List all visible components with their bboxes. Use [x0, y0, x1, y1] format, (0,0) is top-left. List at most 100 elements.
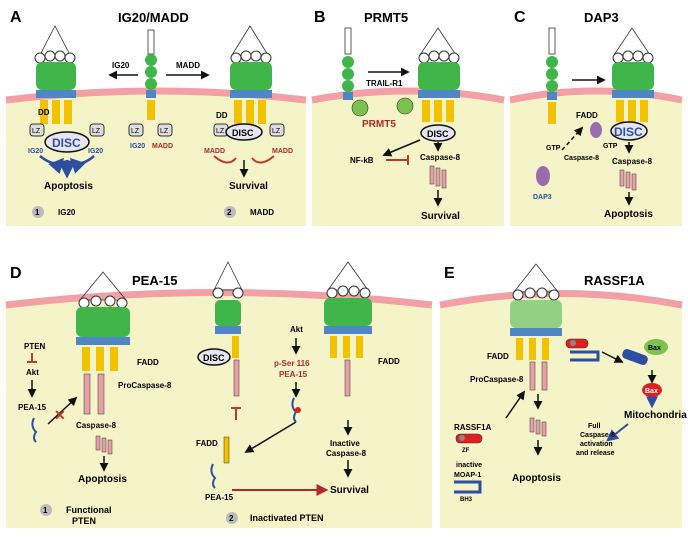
panel-a: A IG20/MADD IG20 MADD DD — [5, 4, 307, 226]
arrow — [47, 396, 78, 425]
scenario-caption: Inactivated PTEN — [250, 513, 324, 523]
label-ig20: IG20 — [130, 143, 145, 150]
cell-membrane — [509, 87, 683, 104]
block-mark: ✕ — [54, 407, 66, 423]
death-receptor — [212, 261, 244, 397]
disc-complex — [420, 124, 456, 142]
prmt5-protein — [351, 99, 369, 117]
scenario-caption: MADD — [250, 208, 274, 217]
badge-number: 2 — [229, 514, 234, 523]
cell-membrane — [311, 87, 505, 104]
death-receptor — [546, 27, 558, 124]
label-dd: DD — [216, 111, 228, 120]
label-madd: MADD — [204, 148, 225, 155]
label-dap3: DAP3 — [533, 194, 552, 201]
cell-membrane — [439, 290, 683, 309]
label-apoptosis: Apoptosis — [44, 181, 93, 192]
label-ig20: IG20 — [28, 148, 43, 155]
death-receptor-trimer — [612, 27, 654, 122]
label-moap1: MOAP-1 — [454, 472, 481, 479]
label-survival: Survival — [229, 181, 268, 192]
lz-box — [157, 123, 173, 137]
disc-complex — [610, 121, 648, 141]
label-caspase-8: Caspase-8 — [564, 155, 599, 162]
caspase-8-molecule — [95, 435, 113, 455]
label-procaspase-8: ProCaspase-8 — [118, 381, 172, 390]
panel-b: B PRMT5 TRAIL-R1 PRMT5 DISC NF-kB Caspas… — [311, 9, 505, 226]
disc-complex — [225, 123, 263, 141]
scenario-caption: Functional — [66, 505, 112, 515]
caspase-8-molecule — [619, 169, 637, 191]
panel-title: PEA-15 — [132, 273, 178, 288]
label-fadd: FADD — [576, 111, 598, 120]
death-receptor — [342, 27, 354, 100]
label-caspase-8: Caspase-8 — [326, 449, 367, 458]
bax-protein — [642, 383, 662, 397]
label-lz: LZ — [32, 128, 41, 135]
label-inactive: Inactive — [330, 439, 360, 448]
label-survival: Survival — [421, 211, 460, 222]
rassf1a-zf — [459, 435, 465, 441]
label-disc: DISC — [203, 353, 225, 363]
label-pser116: p-Ser 116 — [274, 359, 310, 368]
label-apoptosis: Apoptosis — [78, 474, 127, 485]
panel-c: C DAP3 FADD GTP DISC GTP Caspase-8 Caspa… — [509, 9, 683, 226]
prmt5-protein — [396, 97, 414, 115]
arrow — [244, 421, 297, 453]
label-caspase-8: Caspase-8 — [612, 157, 653, 166]
scenario-badge — [226, 512, 238, 524]
rassf1a-zf — [570, 340, 576, 346]
death-receptor-trimer — [76, 271, 130, 415]
label-lz: LZ — [216, 128, 225, 135]
label-madd: MADD — [152, 143, 173, 150]
label-nf-kb: NF-kB — [350, 156, 374, 165]
label-rassf1a: RASSF1A — [454, 423, 492, 432]
inhibit-line — [213, 155, 237, 164]
label-pea-15: PEA-15 — [205, 493, 234, 502]
badge-number: 1 — [43, 506, 48, 515]
label-caspase-8: Caspase-8 — [580, 432, 615, 439]
pea-15-protein — [31, 417, 38, 443]
label-gtp: GTP — [546, 145, 561, 152]
label-madd: MADD — [176, 61, 200, 70]
label-akt: Akt — [26, 368, 39, 377]
lz-box — [128, 123, 144, 137]
label-inactive: inactive — [456, 462, 482, 469]
death-receptor-trimer — [145, 29, 157, 120]
label-disc: DISC — [614, 125, 643, 139]
dap3-protein — [590, 122, 602, 138]
label-procaspase-8: ProCaspase-8 — [470, 375, 524, 384]
cell-cytoplasm — [440, 293, 682, 528]
label-akt: Akt — [290, 325, 303, 334]
label-caspase-8: Caspase-8 — [420, 153, 461, 162]
phospho-site — [295, 407, 301, 413]
panel-e: E RASSF1A FADD ProCaspase-8 Bax Bax Mito… — [439, 263, 687, 528]
badge-number: 1 — [35, 208, 40, 217]
fadd-protein — [223, 436, 230, 464]
arrow — [601, 351, 624, 363]
dap3-protein — [536, 166, 550, 186]
label-mitochondria: Mitochondria — [624, 410, 687, 421]
death-receptor-trimer — [34, 25, 76, 124]
label-ig20: IG20 — [88, 148, 103, 155]
label-lz: LZ — [131, 128, 140, 135]
inhibit-line — [251, 155, 275, 164]
scenario-caption: IG20 — [58, 208, 76, 217]
disc-complex — [197, 348, 231, 366]
label-zf: ZF — [462, 448, 470, 454]
label-release: and release — [576, 450, 615, 457]
panel-letter: A — [10, 9, 22, 26]
caspase-8-molecule — [529, 417, 547, 437]
label-fadd: FADD — [137, 358, 159, 367]
panel-letter: E — [444, 265, 455, 282]
label-full: Full — [588, 423, 600, 430]
panel-letter: C — [514, 9, 526, 26]
label-fadd: FADD — [378, 357, 400, 366]
lz-box — [89, 123, 105, 137]
label-fadd: FADD — [196, 439, 218, 448]
death-receptor-trimer — [230, 25, 272, 124]
panel-letter: B — [314, 9, 326, 26]
bax-protein — [644, 339, 668, 355]
moap1-protein — [570, 350, 600, 362]
